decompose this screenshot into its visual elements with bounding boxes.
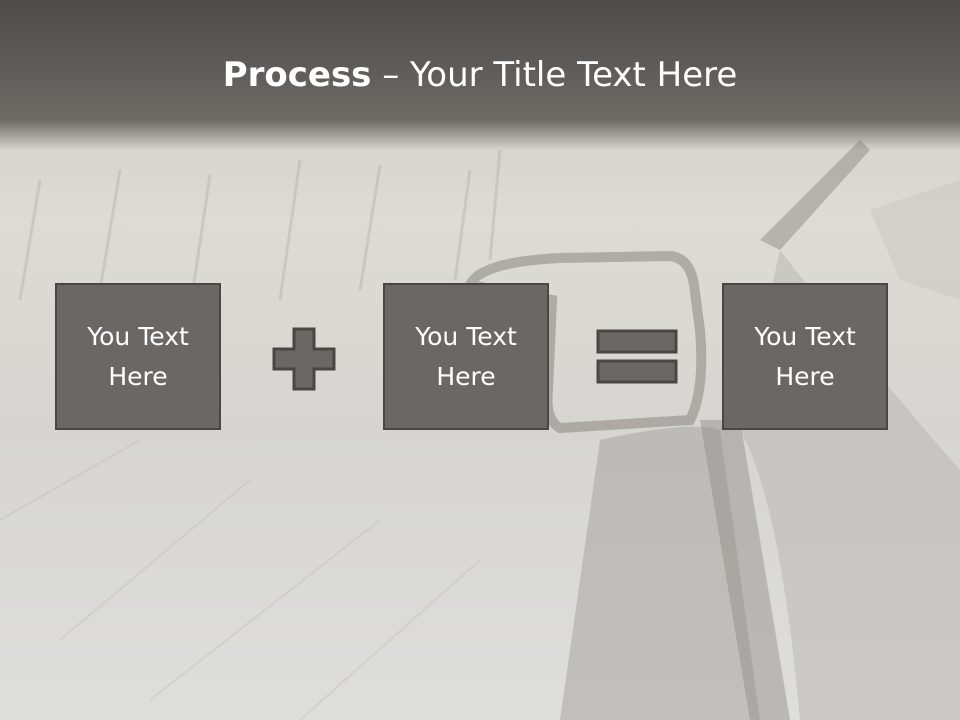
equals-icon bbox=[596, 329, 678, 384]
plus-icon bbox=[272, 327, 336, 391]
title-bar bbox=[0, 0, 960, 150]
title-bold: Process bbox=[222, 55, 372, 95]
process-box-2[interactable]: You Text Here bbox=[383, 283, 549, 430]
process-box-3[interactable]: You Text Here bbox=[722, 283, 888, 430]
process-box-1[interactable]: You Text Here bbox=[55, 283, 221, 430]
slide-title[interactable]: Process – Your Title Text Here bbox=[0, 52, 960, 98]
process-box-3-text: You Text Here bbox=[754, 321, 856, 391]
title-rest: – Your Title Text Here bbox=[371, 55, 738, 95]
process-box-1-text: You Text Here bbox=[87, 321, 189, 391]
process-box-2-text: You Text Here bbox=[415, 321, 517, 391]
